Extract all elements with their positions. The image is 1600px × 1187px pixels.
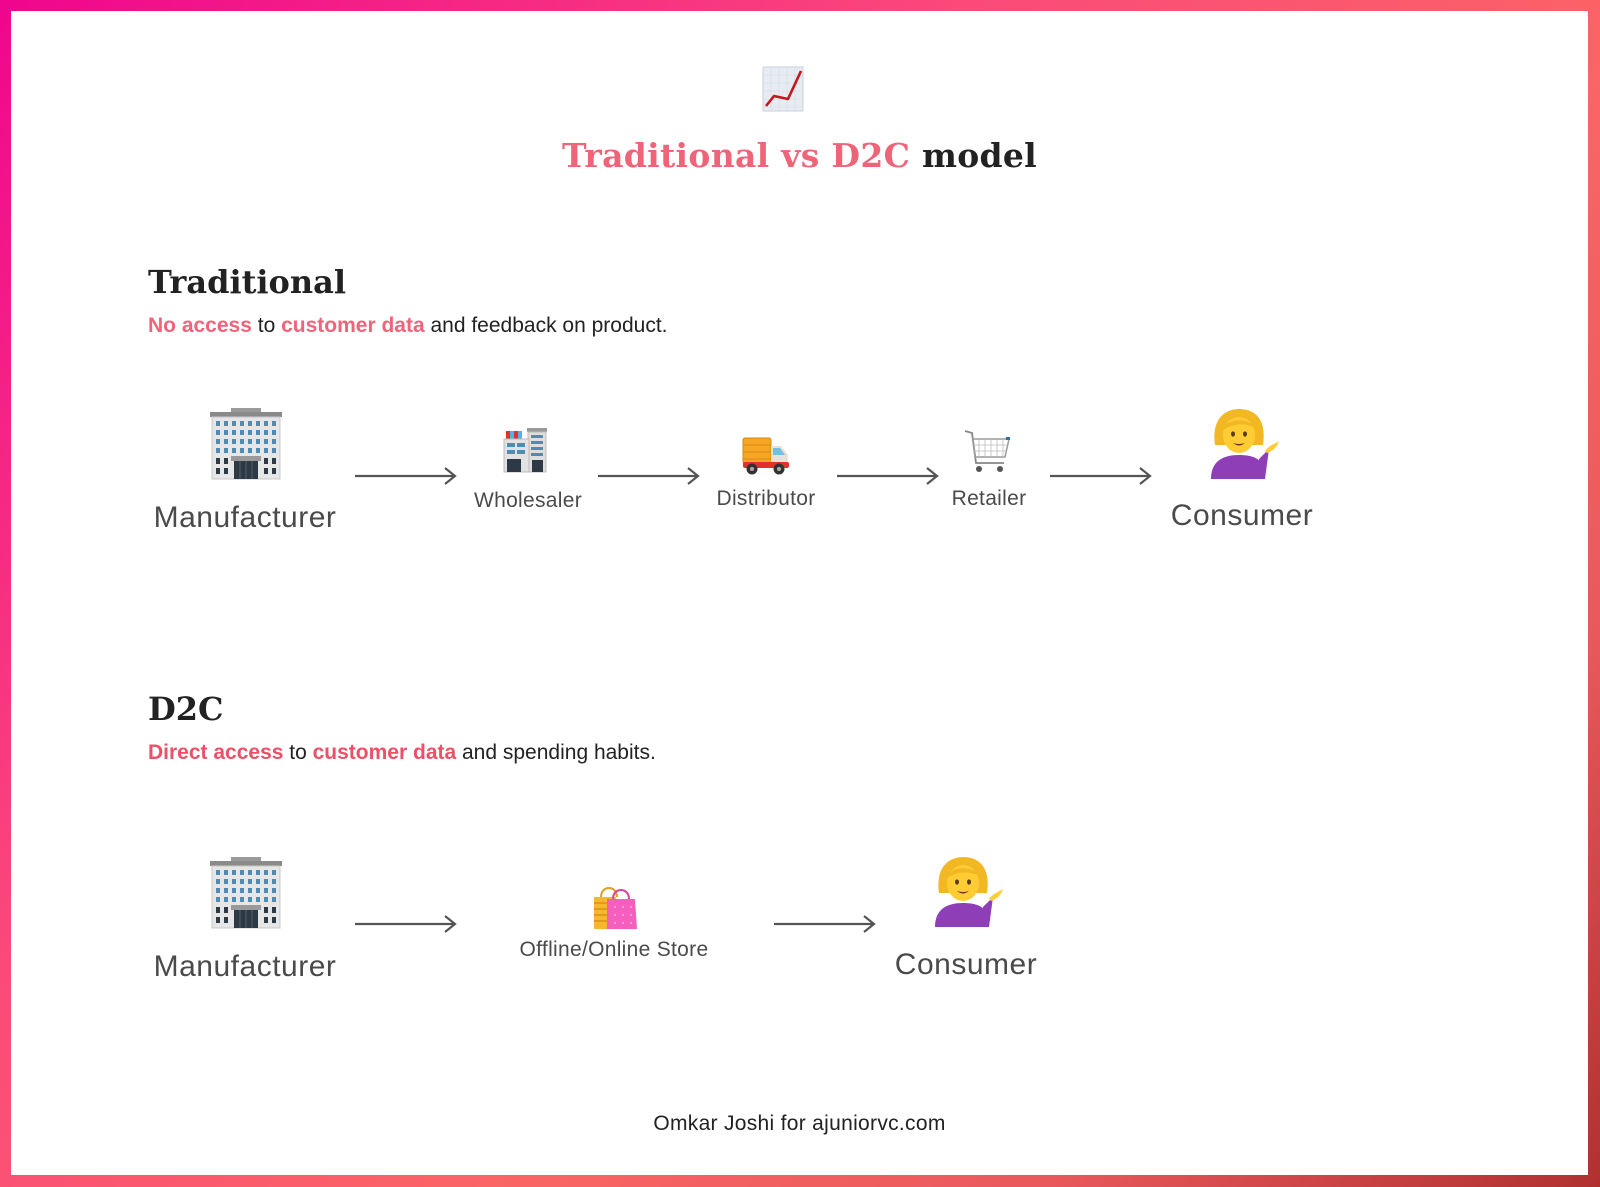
desc-text: to [283,741,313,764]
shopping-cart-icon [964,429,1012,477]
office-building-icon [209,408,283,480]
person-tipping-hand-icon [929,855,1005,927]
node-label-distributor: Distributor [716,487,816,510]
node-label-manufacturer: Manufacturer [153,950,337,983]
delivery-truck-icon [742,436,790,476]
desc-text: and feedback on product. [424,314,668,337]
node-label-wholesaler: Wholesaler [473,489,583,512]
arrow-right-icon [598,466,702,486]
traditional-description: No access to customer data and feedback … [148,314,667,338]
desc-text: to [251,314,282,337]
d2c-description: Direct access to customer data and spend… [148,741,656,765]
person-tipping-hand-icon [1205,407,1281,479]
shopping-bags-icon [591,883,639,931]
desc-highlight: No access [148,314,252,337]
title-highlight: Traditional vs D2C [561,136,911,175]
traditional-heading: Traditional [148,263,347,301]
arrow-right-icon [774,914,878,934]
desc-highlight: customer data [281,314,425,337]
d2c-heading: D2C [148,690,224,728]
title-rest: model [910,136,1038,175]
node-label-store: Offline/Online Store [519,938,709,961]
node-label-retailer: Retailer [951,487,1027,510]
chart-increasing-icon [762,66,804,112]
arrow-right-icon [1050,466,1154,486]
diagram-card: Traditional vs D2C model Traditional No … [11,11,1588,1175]
department-store-icon [503,427,549,473]
office-building-icon [209,857,283,929]
desc-highlight: customer data [312,741,457,764]
node-label-manufacturer: Manufacturer [153,501,337,534]
desc-highlight: Direct access [148,741,284,764]
arrow-right-icon [355,466,459,486]
desc-text: and spending habits. [456,741,656,764]
page-title: Traditional vs D2C model [11,136,1588,175]
footer-credit: Omkar Joshi for ajuniorvc.com [653,1112,946,1135]
arrow-right-icon [355,914,459,934]
node-label-consumer: Consumer [1170,499,1314,532]
arrow-right-icon [837,466,941,486]
node-label-consumer: Consumer [894,948,1038,981]
